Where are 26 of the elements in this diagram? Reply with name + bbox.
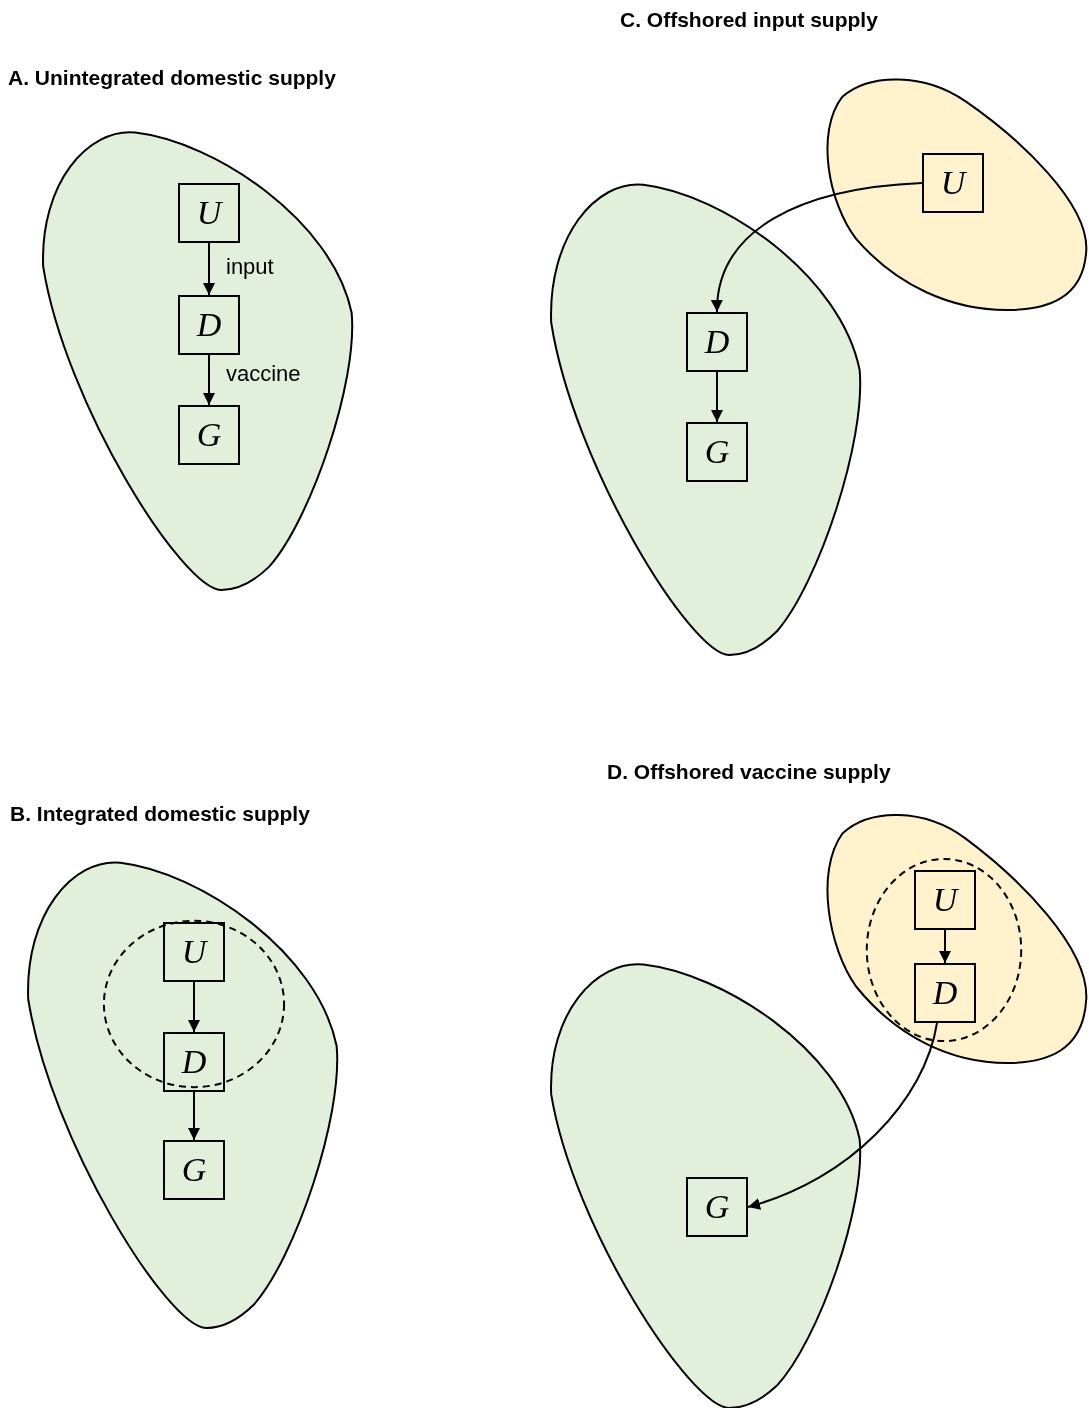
edge-label: input xyxy=(226,255,274,280)
arrow xyxy=(939,929,951,964)
process-box: D xyxy=(914,963,976,1023)
process-box: D xyxy=(163,1032,225,1092)
panel-title: D. Offshored vaccine supply xyxy=(607,760,891,784)
process-box: U xyxy=(914,870,976,930)
process-box: G xyxy=(178,405,240,465)
arrow xyxy=(711,182,923,313)
process-box: G xyxy=(686,422,748,482)
process-box: U xyxy=(178,183,240,243)
process-box: D xyxy=(178,295,240,355)
process-box: G xyxy=(686,1177,748,1237)
arrow xyxy=(188,1091,200,1141)
panel-title: C. Offshored input supply xyxy=(620,8,878,32)
process-box: U xyxy=(922,153,984,213)
arrow xyxy=(203,354,215,406)
panel-title: A. Unintegrated domestic supply xyxy=(8,66,336,90)
dashed-circle xyxy=(866,858,1022,1042)
process-box: G xyxy=(163,1140,225,1200)
process-box: D xyxy=(686,312,748,372)
arrow xyxy=(711,371,723,423)
process-box: U xyxy=(163,922,225,982)
arrow xyxy=(203,242,215,296)
arrow xyxy=(747,1022,938,1210)
panel-title: B. Integrated domestic supply xyxy=(10,802,310,826)
arrow xyxy=(188,981,200,1033)
